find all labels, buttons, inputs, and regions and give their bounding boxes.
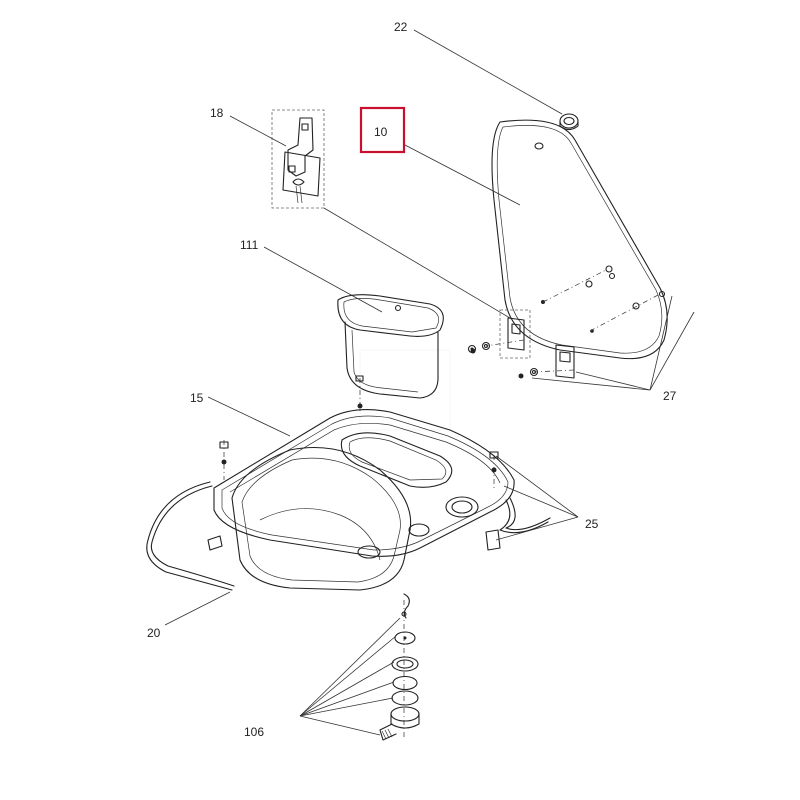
seal-strip-part[interactable] [146,481,551,591]
lid-hinges[interactable] [470,272,616,379]
callout-20[interactable]: 20 [147,626,161,640]
callout-10[interactable]: 10 [374,125,388,139]
hinge-detail[interactable] [271,109,325,209]
strainer-basket-part[interactable] [337,294,477,399]
sink-bowl-part[interactable] [207,409,515,591]
leader-lines [164,29,695,736]
callout-22[interactable]: 22 [394,20,408,34]
grommet-part[interactable] [559,113,579,131]
screws[interactable] [219,375,499,473]
callout-106[interactable]: 106 [244,725,264,739]
watermark [359,349,451,431]
callout-25[interactable]: 25 [585,517,599,531]
drain-assembly-part[interactable] [379,593,420,741]
callout-111[interactable]: 111 [240,238,259,252]
lid-part[interactable] [491,119,668,360]
callout-highlight-box [359,106,406,154]
assembly-lines [223,269,661,740]
callout-15[interactable]: 15 [190,391,204,405]
callout-labels: 22 18 10 111 15 27 25 20 106 [147,20,677,739]
callout-27[interactable]: 27 [663,389,677,403]
callout-18[interactable]: 18 [210,106,224,120]
